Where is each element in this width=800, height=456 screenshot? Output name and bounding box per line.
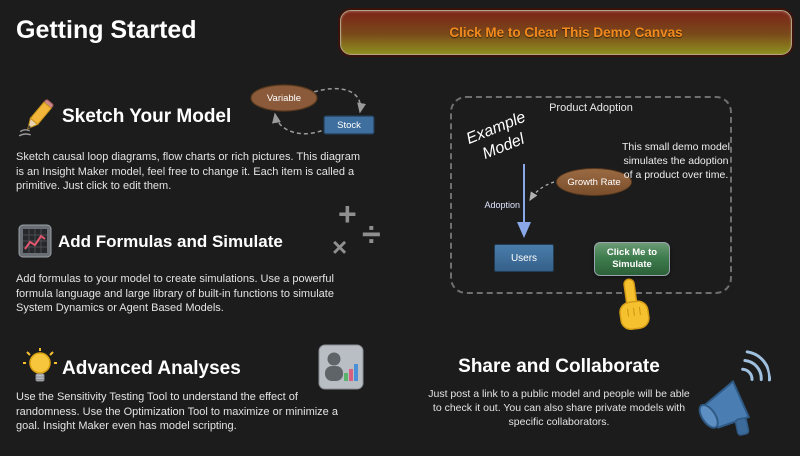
megaphone-icon: [698, 350, 772, 436]
formulas-body: Add formulas to your model to create sim…: [16, 273, 334, 315]
share-body: Just post a link to a public model and p…: [428, 388, 690, 428]
stock-label[interactable]: Stock: [337, 120, 361, 131]
plus-symbol: +: [338, 196, 357, 232]
analyses-heading: Advanced Analyses: [62, 358, 241, 379]
share-heading: Share and Collaborate: [458, 356, 660, 377]
users-label: Users: [510, 252, 538, 264]
share-section: Share and Collaborate Just post a link t…: [428, 356, 690, 430]
analyst-icon: [318, 344, 364, 390]
variable-primitive[interactable]: [250, 84, 318, 112]
users-primitive[interactable]: Users: [494, 244, 554, 272]
stock-primitive[interactable]: [323, 115, 375, 135]
growth-rate-label: Growth Rate: [567, 176, 621, 188]
pointing-finger-icon: [619, 278, 650, 331]
growth-rate-primitive[interactable]: Growth Rate: [556, 168, 632, 196]
chart-icon: [18, 224, 52, 258]
causal-arrow-back: [272, 112, 329, 135]
page-title: Getting Started: [16, 16, 197, 44]
pencil-icon: [18, 99, 54, 137]
analyses-body: Use the Sensitivity Testing Tool to unde…: [16, 391, 338, 433]
growth-rate-link-arrow[interactable]: [529, 181, 555, 202]
model-arrows: [517, 164, 555, 238]
demo-model-panel: [450, 96, 732, 294]
adoption-label: Adoption: [484, 200, 520, 210]
panel-title: Product Adoption: [549, 102, 633, 114]
sketch-heading: Sketch Your Model: [62, 106, 232, 127]
sketch-body: Sketch causal loop diagrams, flow charts…: [16, 151, 360, 193]
clear-canvas-button[interactable]: Click Me to Clear This Demo Canvas: [340, 10, 792, 55]
demo-description: This small demo model simulates the adop…: [622, 141, 730, 182]
variable-label[interactable]: Variable: [267, 93, 301, 104]
divide-symbol: ÷: [362, 216, 381, 254]
lightbulb-icon: [23, 348, 57, 382]
multiply-symbol: ×: [332, 232, 348, 262]
simulate-button[interactable]: Click Me to Simulate: [594, 242, 670, 276]
causal-arrow-forward: [313, 87, 367, 114]
formulas-heading: Add Formulas and Simulate: [58, 232, 283, 251]
sketch-mini-diagram: Variable Stock: [250, 84, 375, 135]
